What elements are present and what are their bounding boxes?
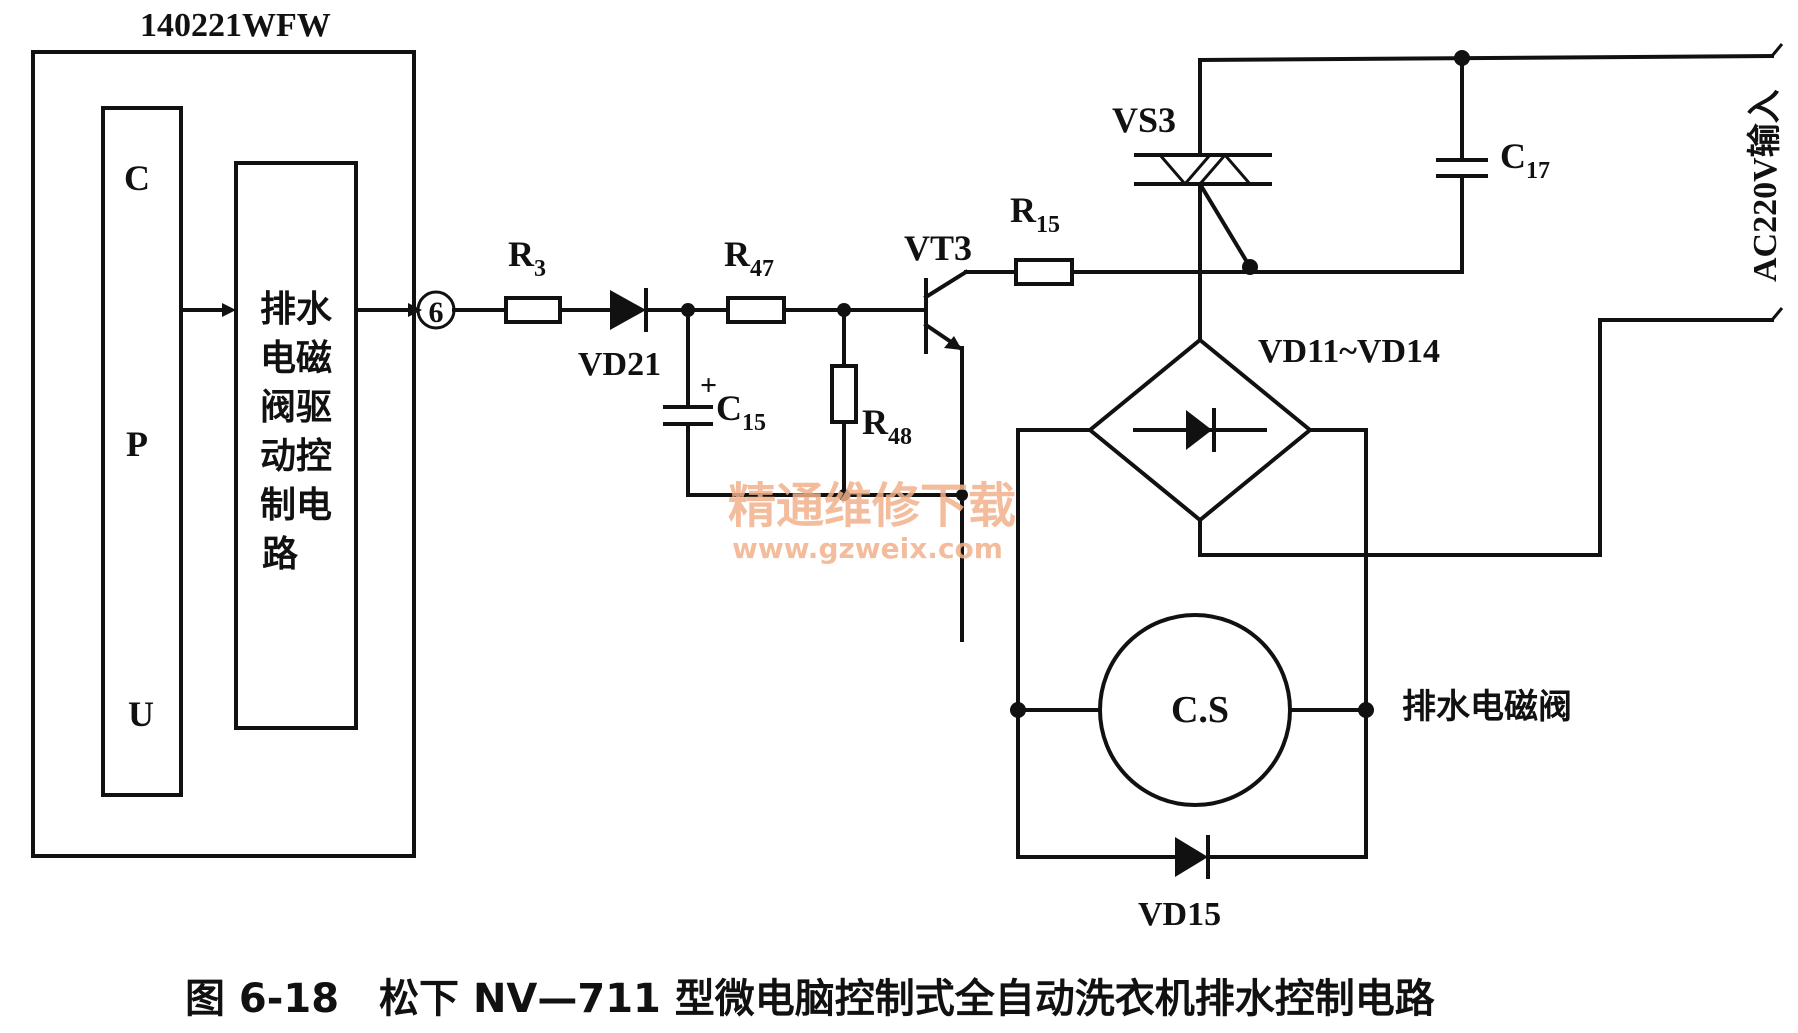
vs3-label: VS3 bbox=[1112, 100, 1176, 140]
driver-block bbox=[234, 161, 358, 730]
bridge-diode-icon bbox=[1186, 410, 1212, 450]
ac-line-top bbox=[1197, 53, 1775, 63]
junction-dot bbox=[1358, 702, 1374, 718]
junction-dot bbox=[838, 489, 850, 501]
triac-triangle bbox=[1156, 153, 1214, 187]
cpu-letter-c: C bbox=[124, 158, 150, 198]
emitter-arrow-icon bbox=[944, 336, 962, 350]
c17-label: C17 bbox=[1500, 136, 1550, 184]
cpu-block bbox=[101, 106, 183, 797]
junction-dot bbox=[1010, 702, 1026, 718]
pin-number: 6 bbox=[429, 296, 444, 329]
r15-resistor bbox=[1014, 258, 1074, 286]
bridge-label: VD11~VD14 bbox=[1258, 333, 1440, 370]
r15-label: R15 bbox=[1010, 190, 1060, 238]
driver-line-2: 电磁 bbox=[260, 338, 332, 379]
pin-6: 6 bbox=[416, 290, 456, 330]
r3-label: R3 bbox=[508, 234, 546, 282]
vt3-label: VT3 bbox=[904, 228, 972, 268]
driver-line-5: 制电 bbox=[260, 485, 332, 526]
r3-resistor bbox=[504, 296, 562, 324]
driver-line-3: 阀驱 bbox=[260, 387, 332, 428]
transistor-collector bbox=[923, 269, 969, 300]
terminal-tick bbox=[1770, 43, 1784, 57]
c15-plus: + bbox=[700, 369, 717, 402]
solenoid-coil bbox=[1098, 613, 1292, 807]
module-outline bbox=[31, 50, 416, 858]
arrow-head-icon bbox=[408, 303, 422, 317]
controller-module: 140221WFW C P U 排水 电磁 阀驱 动控 制电 路 bbox=[31, 7, 422, 858]
r48-label: R48 bbox=[862, 402, 912, 450]
r47-label: R47 bbox=[724, 234, 774, 282]
triac-triangle bbox=[1196, 152, 1254, 186]
vs3-triac bbox=[1134, 152, 1272, 270]
watermark-title: 精通维修下载 bbox=[728, 478, 1016, 534]
vd15-diode-icon bbox=[1175, 837, 1208, 877]
cpu-letter-u: U bbox=[128, 694, 154, 734]
vd21-label: VD21 bbox=[578, 346, 661, 383]
c15-label: C15 bbox=[716, 388, 766, 436]
coil-label: C.S bbox=[1171, 689, 1229, 731]
r47-resistor bbox=[726, 296, 786, 324]
triac-gate bbox=[1197, 181, 1253, 270]
module-label: 140221WFW bbox=[140, 7, 331, 44]
driver-line-4: 动控 bbox=[260, 436, 332, 477]
valve-label: 排水电磁阀 bbox=[1402, 687, 1572, 727]
watermark-url: www.gzweix.com bbox=[732, 532, 1003, 565]
figure-caption: 图 6-18 松下 NV—711 型微电脑控制式全自动洗衣机排水控制电路 bbox=[185, 976, 1436, 1022]
driver-line-6: 路 bbox=[262, 534, 299, 575]
r48-resistor bbox=[830, 364, 858, 424]
vt3-transistor bbox=[923, 269, 969, 354]
diode-triangle bbox=[610, 290, 646, 330]
vd21-diode bbox=[610, 288, 648, 332]
terminal-tick bbox=[1770, 307, 1784, 321]
vd15-label: VD15 bbox=[1138, 896, 1221, 933]
driver-line-1: 排水 bbox=[260, 289, 333, 330]
cpu-letter-p: P bbox=[126, 424, 148, 464]
ac-input-label: AC220V输入 bbox=[1746, 89, 1784, 282]
arrow-head-icon bbox=[222, 303, 236, 317]
